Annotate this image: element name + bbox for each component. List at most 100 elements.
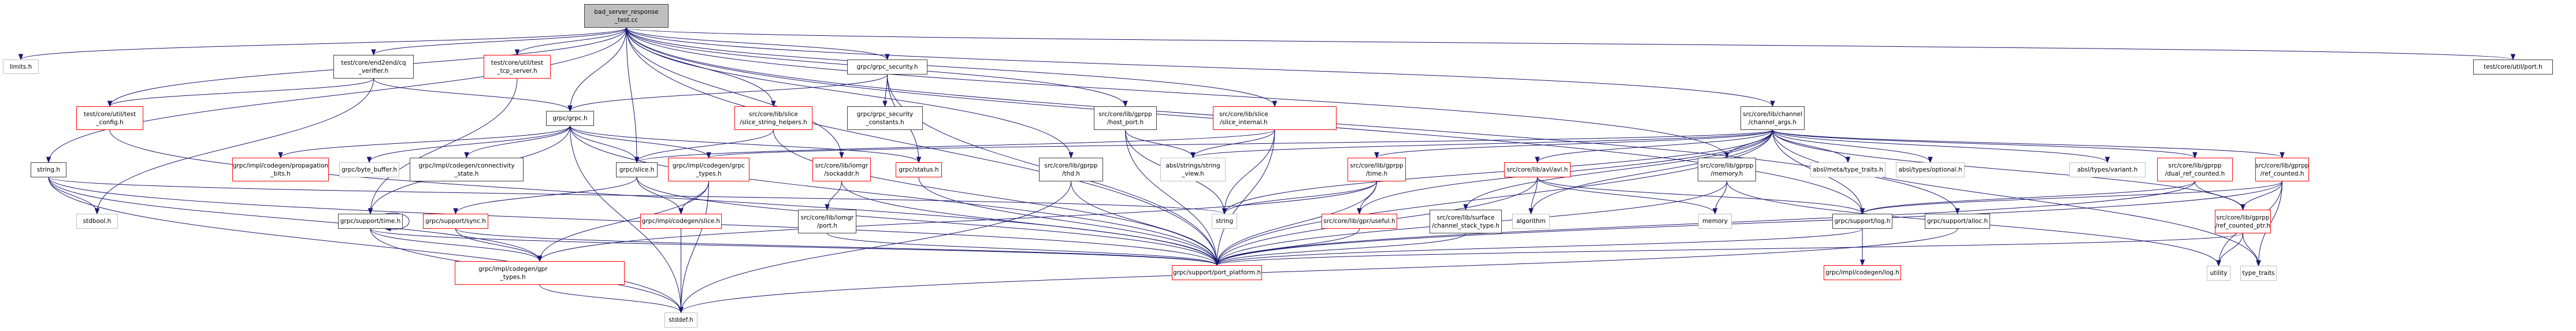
node-grpc-security-constants[interactable]: grpc/grpc_security _constants.h: [847, 106, 923, 130]
node-dual-ref-counted[interactable]: src/core/lib/gprpp /dual_ref_counted.h: [2157, 158, 2233, 181]
node-memory[interactable]: memory: [1698, 214, 1732, 229]
node-string-view[interactable]: absl/strings/string _view.h: [1160, 158, 1226, 181]
edge-useful_h-to-port_platform: [1216, 228, 1360, 266]
arrowhead-grpc_security-to-grpc_h: [567, 105, 573, 112]
arrowhead-channel_args-to-meta_type_traits: [1845, 157, 1851, 163]
node-meta-type-traits[interactable]: absl/meta/type_traits.h: [1810, 162, 1885, 177]
arrowhead-ref_counted_ptr-to-port_platform: [1214, 259, 1220, 266]
node-thd-h[interactable]: src/core/lib/gprpp /thd.h: [1039, 158, 1103, 181]
node-support-log[interactable]: grpc/support/log.h: [1832, 214, 1892, 229]
node-support-sync[interactable]: grpc/support/sync.h: [423, 214, 488, 229]
edge-slice_internal-to-port_platform: [1216, 129, 1275, 266]
node-type-traits[interactable]: type_traits: [2240, 266, 2277, 281]
edge-grpc_h-to-connectivity_state: [466, 125, 570, 158]
node-algorithm[interactable]: algorithm: [1512, 214, 1550, 229]
edge-channel_stack_type-to-port_platform: [1216, 233, 1466, 266]
node-gprpp-memory[interactable]: src/core/lib/gprpp /memory.h: [1698, 158, 1756, 181]
edge-channel_args-to-channel_stack_type: [1465, 129, 1773, 210]
node-cq-verifier[interactable]: test/core/end2end/cq _verifier.h: [333, 55, 414, 79]
node-channel-stack-type[interactable]: src/core/lib/surface /channel_stack_type…: [1430, 210, 1502, 233]
edge-ref_counted-to-ref_counted_ptr: [2243, 181, 2282, 210]
node-string-h[interactable]: string.h: [31, 162, 66, 177]
node-stdbool-h[interactable]: stdbool.h: [76, 214, 118, 229]
edge-grpc_types-to-gpr_types: [539, 181, 709, 262]
node-channel-args[interactable]: src/core/lib/channel /channel_args.h: [1740, 106, 1805, 130]
node-stddef-h[interactable]: stddef.h: [665, 313, 697, 328]
edge-slice_h-to-port_platform: [636, 177, 1218, 266]
node-status-h[interactable]: grpc/status.h: [896, 162, 942, 177]
node-codegen-slice[interactable]: grpc/impl/codegen/slice.h: [640, 214, 722, 229]
edge-grpc_security-to-grpc_h: [570, 74, 888, 111]
node-test-tcp-server[interactable]: test/core/util/test _tcp_server.h: [484, 55, 551, 79]
node-sockaddr[interactable]: src/core/lib/iomgr /sockaddr.h: [812, 158, 871, 181]
edge-gprpp_time-to-string: [1224, 181, 1377, 214]
arrowhead-channel_args-to-gprpp_memory: [1724, 152, 1729, 159]
arrowhead-grpc_h-to-connectivity_state: [464, 152, 469, 159]
edge-gpr_types-to-stddef_h: [539, 284, 681, 313]
node-byte-buffer[interactable]: grpc/byte_buffer.h: [339, 162, 399, 177]
edge-slice_string_helpers-to-port_platform: [773, 129, 1218, 266]
node-propagation-bits[interactable]: grpc/impl/codegen/propagation _bits.h: [232, 158, 329, 181]
node-grpc-security[interactable]: grpc/grpc_security.h: [847, 59, 927, 75]
node-support-time[interactable]: grpc/support/time.h: [338, 214, 403, 229]
node-types-variant[interactable]: absl/types/variant.h: [2069, 162, 2146, 177]
edge-root-to-port_platform: [626, 27, 1218, 266]
node-root[interactable]: bad_server_response _test.cc: [584, 4, 669, 28]
node-ref-counted[interactable]: src/core/lib/gprpp /ref_counted.h: [2255, 158, 2309, 181]
node-util-port[interactable]: test/core/util/port.h: [2473, 59, 2553, 75]
node-grpc-types[interactable]: grpc/impl/codegen/grpc _types.h: [668, 158, 749, 181]
arrowhead-channel_args-to-avl_h: [1535, 157, 1540, 163]
edge-channel_args-to-type_traits: [1772, 129, 2259, 266]
edge-host_port-to-port_platform: [1125, 129, 1218, 266]
node-slice-h[interactable]: grpc/slice.h: [616, 162, 658, 177]
edge-ref_counted-to-port_platform: [1216, 181, 2282, 266]
node-slice-string-helpers[interactable]: src/core/lib/slice /slice_string_helpers…: [734, 106, 812, 130]
node-utility[interactable]: utility: [2207, 266, 2230, 281]
edge-channel_args-to-types_variant: [1772, 129, 2108, 163]
edge-root-to-util_port: [626, 27, 2514, 60]
node-support-alloc[interactable]: grpc/support/alloc.h: [1925, 214, 1990, 229]
node-types-optional[interactable]: absl/types/optional.h: [1896, 162, 1965, 177]
node-test-config[interactable]: test/core/util/test _config.h: [76, 106, 143, 130]
node-connectivity-state[interactable]: grpc/impl/codegen/connectivity _state.h: [410, 158, 524, 181]
node-gpr-types[interactable]: grpc/impl/codegen/gpr _types.h: [455, 261, 625, 285]
edge-support_alloc-to-stddef_h: [681, 228, 1958, 313]
edge-string_h-to-stddef_h: [48, 177, 681, 313]
edge-root-to-test_tcp_server: [517, 27, 627, 55]
node-iomgr-port[interactable]: src/core/lib/iomgr /port.h: [798, 210, 856, 233]
node-string[interactable]: string: [1212, 214, 1237, 229]
arrowhead-root-to-test_tcp_server: [514, 49, 520, 56]
node-codegen-log[interactable]: grpc/impl/codegen/log.h: [1824, 265, 1901, 280]
arrowhead-string_h-to-stdbool_h: [94, 208, 100, 215]
node-avl-h[interactable]: src/core/lib/avl/avl.h: [1504, 162, 1571, 177]
node-limits-h[interactable]: limits.h: [3, 59, 39, 74]
node-gprpp-time[interactable]: src/core/lib/gprpp /time.h: [1348, 158, 1406, 181]
node-grpc-h[interactable]: grpc/grpc.h: [546, 111, 594, 126]
edge-ref_counted-to-support_log: [1862, 181, 2282, 214]
arrowhead-root-to-support_alloc: [1955, 208, 1960, 215]
node-slice-internal[interactable]: src/core/lib/slice /slice_internal.h: [1213, 106, 1337, 130]
node-port-platform[interactable]: grpc/support/port_platform.h: [1172, 265, 1262, 280]
edge-grpc_h-to-propagation_bits: [280, 125, 570, 158]
arrowhead-root-to-sockaddr: [839, 152, 844, 159]
edge-grpc_h-to-grpc_types: [570, 125, 709, 158]
arrowhead-channel_args-to-channel_stack_type: [1463, 204, 1468, 211]
edge-root-to-cq_verifier: [373, 27, 627, 55]
arrowhead-support_alloc-to-stddef_h: [678, 307, 684, 314]
arrowhead-channel_args-to-gprpp_time: [1374, 152, 1379, 159]
edge-channel_args-to-string: [1224, 129, 1773, 214]
edge-cq_verifier-to-grpc_h: [373, 78, 570, 111]
arrowhead-channel_args-to-dual_ref_counted: [2192, 152, 2198, 159]
edge-grpc_h-to-byte_buffer: [369, 125, 570, 163]
edge-grpc_h-to-port_platform: [570, 125, 1218, 266]
node-useful-h[interactable]: src/core/lib/gpr/useful.h: [1322, 214, 1397, 229]
edge-support_time-to-support_time: [385, 213, 410, 230]
edge-string_h-to-string: [48, 177, 1225, 214]
node-host-port[interactable]: src/core/lib/gprpp /host_port.h: [1094, 106, 1157, 130]
edge-root-to-thd_h: [626, 27, 1071, 158]
edge-status_h-to-port_platform: [918, 177, 1218, 266]
arrowhead-root-to-host_port: [1123, 101, 1128, 107]
node-ref-counted-ptr[interactable]: src/core/lib/gprpp /ref_counted_ptr.h: [2215, 210, 2271, 233]
edge-avl_h-to-support_log: [1537, 177, 1863, 214]
